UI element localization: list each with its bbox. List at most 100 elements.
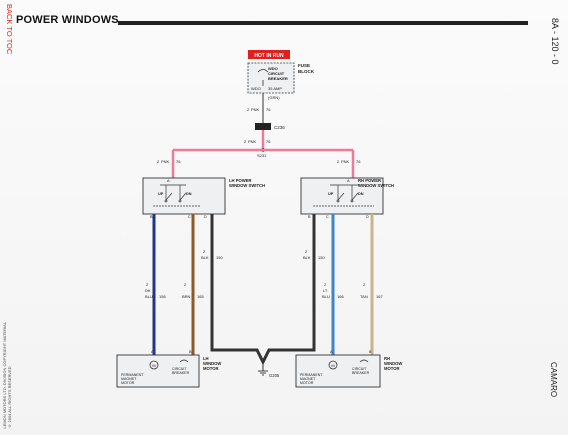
lh-wire-2-gauge: 2 [184,282,187,287]
rh-switch-contacts-icon [313,184,374,207]
rh-motor-title-3: MOTOR [384,366,400,371]
rh-switch-term-d: D [366,215,369,219]
page-title: POWER WINDOWS [16,14,119,26]
breaker-label-1: WDO [268,66,278,71]
wire-right-gauge: 2 [337,159,340,164]
lh-motor-term-a: A [151,350,154,354]
rh-switch-dn-label: DN [358,192,364,196]
lh-motor-breaker-1: CIRCUIT [172,367,187,371]
rh-motor-icon-glyph: M [331,363,334,368]
title-rule [118,21,528,25]
back-to-toc-link[interactable]: BACK TO TOC [5,4,14,55]
hot-in-run-badge [248,50,290,59]
lh-switch-up-label: UP [158,192,164,196]
lh-switch-contacts-icon [153,184,200,207]
rh-wire-3-color2: TAN [360,294,368,299]
lh-switch-term-b: B [150,215,153,219]
ground-icon [258,370,268,376]
rh-wire-2-color2: BLU [322,294,330,299]
wire-mid-gauge: 2 [244,139,247,144]
rh-motor-icon [328,360,338,370]
breaker-symbol-icon [257,69,269,73]
rh-switch-term-c: C [326,215,329,219]
rh-motor-breaker-1: CIRCUIT [352,367,367,371]
rh-motor-breaker-2: BREAKER [352,371,370,375]
wire-top-circuit: 76 [266,107,271,112]
lh-motor-title-3: MOTOR [203,366,219,371]
rh-motor-title-2: WINDOW [384,361,402,366]
splice-s231-label: S231 [257,153,267,158]
wire-blk-ground-loop [210,214,316,366]
connector-c236-label: C236 [274,125,285,130]
lh-motor-icon [149,360,159,370]
lh-wire-1-circuit: 156 [159,294,166,299]
wire-left-circuit: 76 [176,159,181,164]
fuse-amp-label: 35 AMP [268,86,282,91]
wire-right-circuit: 76 [356,159,361,164]
wire-left-gauge: 2 [157,159,160,164]
rh-wire-2-color1: LT [323,288,328,293]
wire-left-color: PNK [161,159,170,164]
breaker-label-3: BREAKER [268,76,288,81]
lh-wire-1-color1: DK [145,288,151,293]
rh-motor-term-a: A [330,350,333,354]
lh-switch-term-d: D [204,215,207,219]
rh-motor-magnet-2: MAGNET [300,377,316,381]
fuse-block-title-2: BLOCK [298,69,315,74]
lh-switch-title-1: LH POWER [229,178,252,183]
wire-mid-color: PNK [248,139,257,144]
lh-motor-title-2: WINDOW [203,361,221,366]
lh-motor-breaker-icon [179,359,189,363]
fuse-color-code: (GRN) [268,95,280,100]
ground-g205-label: G205 [269,373,280,378]
rh-wire-1-circuit: 150 [318,255,325,260]
rh-wire-1-gauge: 2 [305,249,308,254]
breaker-label-2: CIRCUIT [268,71,285,76]
wire-top-gauge: 2 [247,107,250,112]
rh-wire-1-color2: BLK [303,255,311,260]
wire-top-color: PNK [251,107,260,112]
lh-wire-1-color2: BLU [145,294,153,299]
rh-wire-3-gauge: 2 [363,282,366,287]
rh-motor-title-1: RH [384,356,390,361]
lh-wire-2-circuit: 165 [197,294,204,299]
rh-motor-magnet-1: PERMANENT [300,373,323,377]
lh-wire-2-color2: BRN [182,294,191,299]
page-code: 8A - 120 - 0 [550,18,560,65]
lh-motor-title-1: LH [203,356,209,361]
lh-wire-3-color2: BLK [201,255,209,260]
lh-switch-title-2: WINDOW SWITCH [229,183,265,188]
rh-window-switch [300,177,384,215]
lh-wire-3-gauge: 2 [203,249,206,254]
lh-motor-breaker-2: BREAKER [172,371,190,375]
lh-switch-term-c: C [188,215,191,219]
lh-motor-magnet-1: PERMANENT [121,373,144,377]
rh-motor-breaker-icon [359,359,369,363]
connector-c236 [255,123,271,130]
vehicle-model: CAMARO [549,362,558,398]
wire-mid-circuit: 76 [266,139,271,144]
lh-window-switch [142,177,226,215]
lh-motor-icon-glyph: M [152,363,155,368]
rh-switch-title-2: WINDOW SWITCH [358,183,394,188]
wire-right-color: PNK [341,159,350,164]
fuse-block-box [247,62,295,94]
rh-motor-term-b: B [369,350,372,354]
lh-switch-dn-label: DN [186,192,192,196]
lh-wire-1-gauge: 2 [146,282,149,287]
hot-in-run-label: HOT IN RUN [254,53,284,59]
lh-motor-magnet-3: MOTOR [121,381,135,385]
rh-wire-2-circuit: 166 [337,294,344,299]
rh-wire-3-circuit: 167 [376,294,383,299]
lh-motor-term-b: B [189,350,192,354]
lh-wire-3-circuit: 150 [216,255,223,260]
lh-motor-magnet-2: MAGNET [121,377,137,381]
rh-switch-term-a: A [347,179,350,183]
rh-wire-2-gauge: 2 [324,282,327,287]
fuse-block-title-1: FUSE [298,63,310,68]
fuse-terminal-label: WDO [251,86,261,91]
rh-switch-up-label: UP [328,192,334,196]
rh-switch-term-b: B [308,215,311,219]
rh-switch-title-1: RH POWER [358,178,381,183]
